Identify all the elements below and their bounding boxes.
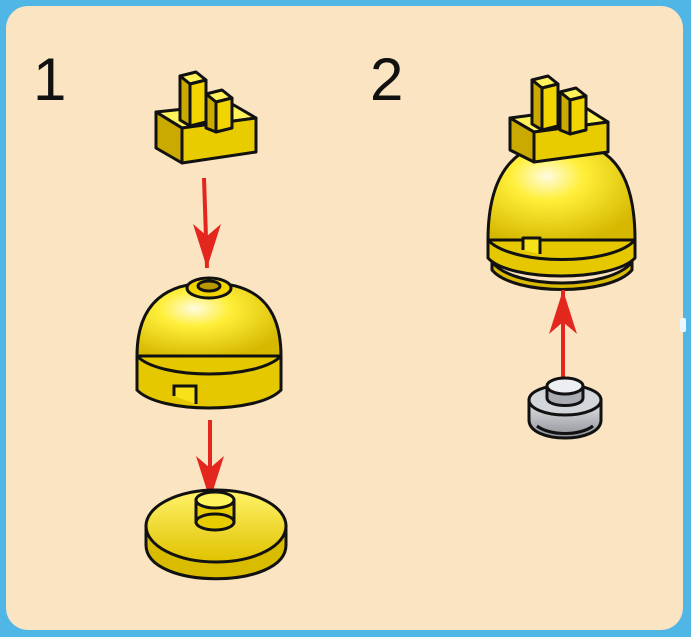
dome-brick-icon <box>137 278 281 408</box>
dome-brick-icon <box>488 76 635 290</box>
red-arrow-icon <box>549 290 577 380</box>
red-arrow-icon <box>196 420 224 500</box>
red-arrow-icon <box>193 178 221 268</box>
grey-round-stud-icon <box>529 378 601 438</box>
round-plate-icon <box>146 490 286 579</box>
clip-brick-icon <box>156 72 256 163</box>
